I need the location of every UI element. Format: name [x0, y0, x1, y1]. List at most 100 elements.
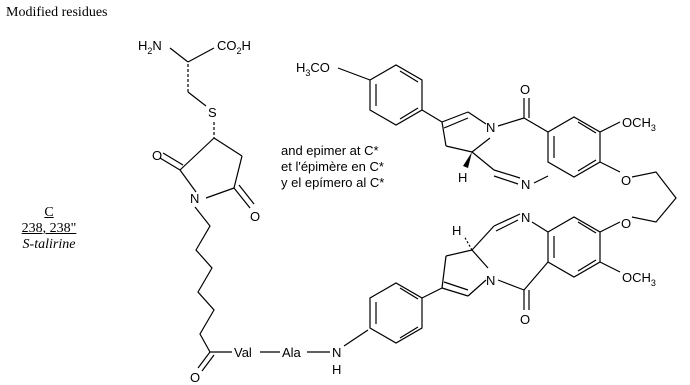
upper-phenyl-double-2: [399, 70, 419, 83]
atom-s: S: [208, 105, 217, 120]
h3co-sub: 3: [305, 68, 310, 78]
lower-c11-c11a: [471, 225, 495, 251]
compound-label: C 238, 238" S-talirine: [8, 205, 90, 253]
atom-och3-top: OCH3: [622, 115, 656, 133]
upper-c2-c3-double: [443, 117, 469, 129]
lower-pbd-unit: O OCH3 N H N O: [441, 210, 656, 327]
upper-c5-aryl: [523, 117, 549, 133]
bond-ca-cooh: [187, 47, 215, 63]
atom-h2n: H2N: [138, 38, 162, 56]
atom-o-top: O: [520, 82, 530, 97]
lower-c3-n: [467, 279, 487, 297]
h3co-co: CO: [310, 60, 330, 75]
residue-val: Val: [234, 345, 252, 360]
hexanoyl-chain: O: [190, 206, 232, 385]
upper-aryl-ome: [599, 121, 621, 133]
bond-carbonyl-o: [197, 351, 211, 369]
co2h-sub: 2: [237, 46, 242, 56]
bond-c5-n: [205, 187, 235, 199]
epimer-note: and epimer at C* et l'épimère en C* y el…: [281, 143, 384, 191]
h3co-h: H: [296, 60, 305, 75]
peptide-linker: Val Ala N H: [234, 329, 369, 377]
atom-n-succ: N: [190, 191, 199, 206]
epimer-note-fr: et l'épimère en C*: [281, 159, 384, 174]
figure-title: Modified residues: [6, 5, 108, 20]
atom-n-imine-top: N: [521, 177, 530, 192]
upper-pbd-unit: N H N O OCH3 O: [441, 82, 656, 192]
upper-c1-c2: [441, 121, 447, 147]
upper-phenyl-double-3: [399, 107, 419, 120]
upper-c2-c3: [441, 111, 469, 123]
lower-c5-aryl: [523, 261, 549, 291]
chain-bonds: [194, 206, 215, 353]
h2n-h: H: [138, 38, 147, 53]
residue-ala: Ala: [282, 345, 302, 360]
lower-c2-c3: [441, 287, 469, 297]
lower-benzo-double-3: [577, 259, 597, 272]
atom-o-succ-top: O: [152, 148, 162, 163]
bond-n-c2: [179, 169, 197, 193]
bond-ome-aryl: [337, 67, 371, 81]
succinimide-ring: O O N: [152, 137, 260, 224]
upper-stereo-wedge: [463, 152, 472, 168]
upper-c3-n: [467, 111, 487, 125]
lower-phenyl-ring: [369, 282, 443, 344]
lower-aryl-n10: [531, 221, 549, 233]
upper-n-c11a: [471, 137, 491, 153]
bond-nh-aryl: [343, 329, 369, 347]
bond-c2-c3: [179, 137, 215, 171]
h2n-sub: 2: [147, 46, 152, 56]
bond-c3-c4: [213, 137, 243, 157]
bond-c4-c5: [233, 155, 243, 189]
compound-name: S-talirine: [22, 237, 76, 252]
compound-numbers: 238, 238": [21, 221, 77, 236]
h2n-n: N: [152, 38, 161, 53]
upper-phenyl-hexagon: [369, 64, 423, 126]
atom-h-bot: H: [452, 223, 461, 238]
atom-n-pyrr-top: N: [486, 120, 495, 135]
och3-top-sub: 3: [651, 123, 656, 133]
upper-phenyl-ring: H3CO: [296, 60, 443, 126]
och3-bot-och: OCH: [622, 270, 651, 285]
atom-o-carbonyl: O: [190, 370, 200, 385]
upper-c11-n10: [493, 169, 521, 179]
bond-carbonyl-o-double: [201, 354, 215, 372]
atom-n-pyrr-bot: N: [486, 273, 495, 288]
bond-phenyl-pyrroline-top: [421, 109, 443, 123]
lower-stereo-hashed: [463, 235, 473, 251]
lower-c2-c3-double: [443, 281, 469, 291]
atom-o-ether-bot: O: [621, 216, 631, 231]
bond-c2-o-double: [162, 152, 184, 166]
atom-nh-n: N: [332, 345, 341, 360]
lower-c11a-c1: [445, 249, 473, 257]
upper-c11a-c1: [445, 145, 473, 153]
lower-c11a-n: [471, 249, 489, 269]
atom-o-ether-top: O: [621, 173, 631, 188]
bond-c5-o: [233, 187, 251, 209]
atom-nh-h: H: [332, 362, 341, 377]
upper-c11-n10-double: [493, 175, 519, 185]
atom-o-succ-bot: O: [250, 209, 260, 224]
lower-aryl-ome: [599, 261, 621, 273]
bond-phenyl-pyrroline-bot: [421, 287, 443, 299]
upper-aryl-o: [599, 161, 621, 173]
och3-top-och: OCH: [622, 115, 651, 130]
atom-och3-bot: OCH3: [622, 270, 656, 288]
och3-bot-sub: 3: [651, 278, 656, 288]
upper-c11a-c11: [471, 151, 495, 171]
co2h-h: H: [242, 38, 251, 53]
epimer-note-es: y el epímero al C*: [281, 175, 385, 190]
propyl-linker: [631, 171, 677, 223]
lower-c1-c2: [441, 255, 447, 289]
bond-n-ca: [169, 47, 189, 63]
lower-o-aryl: [599, 221, 621, 233]
upper-n10-aryl: [533, 175, 549, 184]
compound-letter: C: [44, 205, 54, 220]
lower-phenyl-double-3: [399, 326, 419, 339]
co2h-co: CO: [217, 38, 237, 53]
bond-c2-o: [159, 157, 181, 171]
lower-phenyl-double-2: [399, 287, 419, 300]
lower-benzo-ring: [547, 216, 601, 278]
lower-n10-c11-double: [495, 219, 519, 232]
